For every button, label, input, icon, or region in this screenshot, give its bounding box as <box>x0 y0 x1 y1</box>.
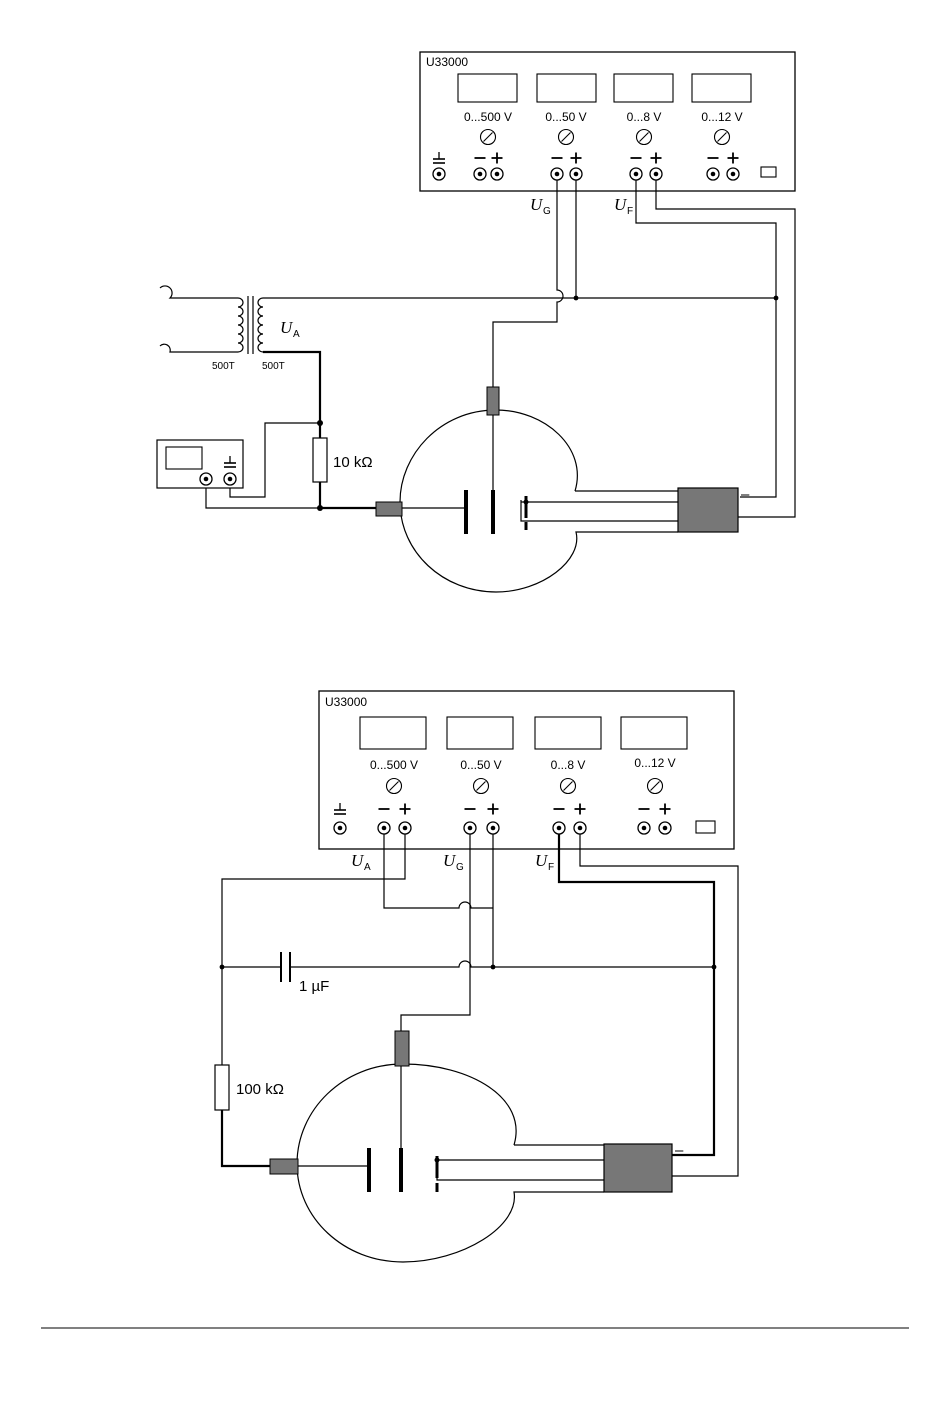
svg-text:F: F <box>548 862 554 873</box>
svg-text:F: F <box>627 206 633 217</box>
knob-50v[interactable] <box>474 779 489 794</box>
svg-text:U: U <box>530 195 544 214</box>
knob-50v[interactable] <box>559 130 574 145</box>
knob-500v[interactable] <box>387 779 402 794</box>
display-12v <box>692 74 751 102</box>
socket-minus-label: – <box>675 1142 684 1159</box>
range-label-500v: 0...500 V <box>464 110 512 124</box>
socket-500v-minus[interactable] <box>474 168 486 180</box>
tube-socket <box>604 1144 672 1192</box>
display-50v <box>537 74 596 102</box>
diagram-2: U33000 0...500 V 0...50 V 0...8 V 0...12… <box>215 691 738 1262</box>
label-ug-1: U G <box>530 195 551 217</box>
display-8v <box>535 717 601 749</box>
wiring-2 <box>220 834 738 1180</box>
resistor-100k <box>215 1065 229 1110</box>
scope-ground-socket[interactable] <box>224 473 236 485</box>
scope-input-socket[interactable] <box>200 473 212 485</box>
scope-screen <box>166 447 202 469</box>
resistor-10k <box>313 438 327 482</box>
socket-50v-minus[interactable] <box>551 168 563 180</box>
anode-connector <box>270 1159 298 1174</box>
svg-text:A: A <box>293 329 300 340</box>
knob-12v[interactable] <box>648 779 663 794</box>
socket-8v-plus[interactable] <box>650 168 662 180</box>
turns-label-left: 500T <box>212 361 235 372</box>
display-500v <box>360 717 426 749</box>
svg-text:U: U <box>443 851 457 870</box>
socket-minus-label: – <box>741 486 750 503</box>
socket-8v-plus[interactable] <box>574 822 586 834</box>
anode-connector <box>376 502 402 516</box>
power-switch[interactable] <box>761 167 776 177</box>
socket-50v-plus[interactable] <box>570 168 582 180</box>
display-500v <box>458 74 517 102</box>
socket-500v-plus[interactable] <box>399 822 411 834</box>
power-supply-2: U33000 0...500 V 0...50 V 0...8 V 0...12… <box>319 691 734 849</box>
knob-500v[interactable] <box>481 130 496 145</box>
range-label-500v: 0...500 V <box>370 758 418 772</box>
supply-model-label: U33000 <box>426 55 468 69</box>
transformer-1: 500T 500T <box>160 286 285 372</box>
resistor-10k-label: 10 kΩ <box>333 454 373 471</box>
svg-text:A: A <box>364 862 371 873</box>
oscilloscope <box>157 440 243 488</box>
svg-text:G: G <box>456 862 464 873</box>
franck-hertz-tube-1: – <box>376 387 750 592</box>
supply-model-label: U33000 <box>325 695 367 709</box>
wiring-1 <box>206 180 795 521</box>
range-label-50v: 0...50 V <box>545 110 586 124</box>
range-label-12v: 0...12 V <box>634 756 675 770</box>
socket-50v-minus[interactable] <box>464 822 476 834</box>
tube-socket <box>678 488 738 532</box>
range-label-8v: 0...8 V <box>627 110 662 124</box>
socket-8v-minus[interactable] <box>553 822 565 834</box>
display-12v <box>621 717 687 749</box>
label-ug-2: U G <box>443 851 464 873</box>
knob-8v[interactable] <box>561 779 576 794</box>
grid-connector <box>395 1031 409 1066</box>
capacitor-1uf: 1 µF <box>281 952 329 995</box>
knob-8v[interactable] <box>637 130 652 145</box>
socket-12v-minus[interactable] <box>638 822 650 834</box>
display-8v <box>614 74 673 102</box>
socket-12v-plus[interactable] <box>727 168 739 180</box>
range-label-8v: 0...8 V <box>551 758 586 772</box>
label-ua-2: U A <box>351 851 371 873</box>
grid-connector <box>487 387 499 415</box>
svg-text:U: U <box>280 318 294 337</box>
socket-12v-minus[interactable] <box>707 168 719 180</box>
display-50v <box>447 717 513 749</box>
range-label-50v: 0...50 V <box>460 758 501 772</box>
socket-500v-minus[interactable] <box>378 822 390 834</box>
range-label-12v: 0...12 V <box>701 110 742 124</box>
capacitor-label: 1 µF <box>299 978 329 995</box>
resistor-100k-label: 100 kΩ <box>236 1081 284 1098</box>
power-switch[interactable] <box>696 821 715 833</box>
socket-500v-plus[interactable] <box>491 168 503 180</box>
svg-text:U: U <box>535 851 549 870</box>
svg-text:U: U <box>351 851 365 870</box>
label-ua-1: U A <box>280 318 300 340</box>
socket-50v-plus[interactable] <box>487 822 499 834</box>
socket-ground[interactable] <box>334 822 346 834</box>
socket-8v-minus[interactable] <box>630 168 642 180</box>
power-supply-1: U33000 0...500 V 0...50 V 0...8 V 0...12… <box>420 52 795 191</box>
svg-text:U: U <box>614 195 628 214</box>
socket-12v-plus[interactable] <box>659 822 671 834</box>
label-uf-1: U F <box>614 195 633 217</box>
svg-text:G: G <box>543 206 551 217</box>
turns-label-right: 500T <box>262 361 285 372</box>
knob-12v[interactable] <box>715 130 730 145</box>
label-uf-2: U F <box>535 851 554 873</box>
franck-hertz-tube-2: – <box>270 1031 684 1262</box>
diagram-1: U33000 0...500 V 0...50 V 0...8 V 0...12… <box>157 52 795 592</box>
socket-ground[interactable] <box>433 168 445 180</box>
